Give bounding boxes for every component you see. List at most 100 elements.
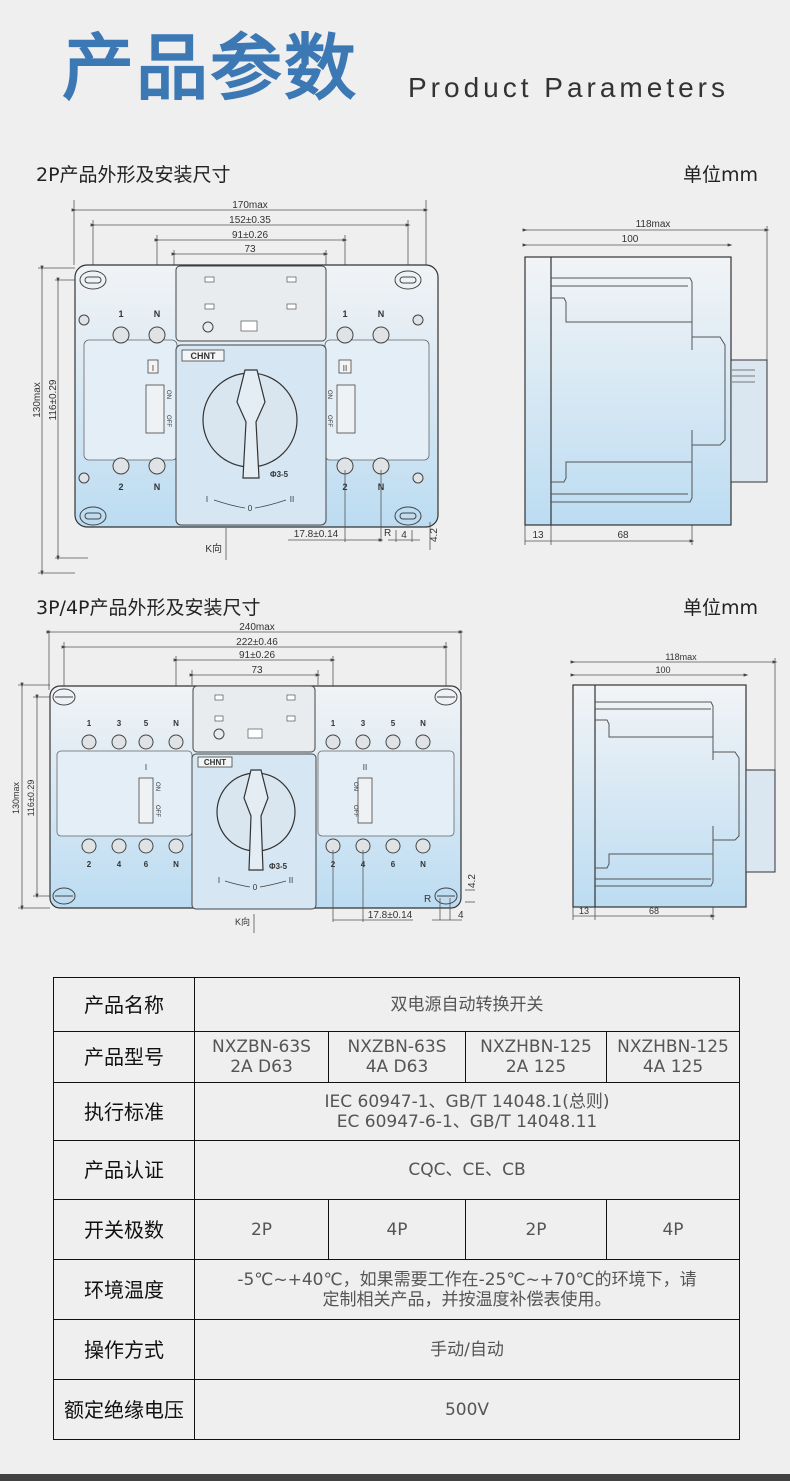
rotary-handle — [236, 369, 266, 479]
terminal-bottom: 4 — [117, 860, 122, 869]
terminal-bottom: 6 — [391, 860, 396, 869]
rotary-handle — [243, 769, 269, 871]
terminal-screw — [111, 838, 127, 854]
table-row-certification: 产品认证 CQC、CE、CB — [53, 1140, 740, 1200]
dim-radius: R — [384, 528, 391, 539]
info-panel — [192, 685, 316, 753]
terminal-top-2: N — [154, 309, 161, 319]
dim-overall-height: 130max — [11, 781, 21, 814]
dim-slot-h: 4.2 — [467, 874, 478, 888]
dim-overall-depth: 118max — [665, 652, 697, 662]
product-name-value: 双电源自动转换开关 — [194, 977, 740, 1032]
standard-line1: IEC 60947-1、GB/T 14048.1(总则) — [324, 1091, 610, 1112]
insulation-voltage-value: 500V — [194, 1379, 740, 1440]
dim-slot: 4 — [401, 530, 407, 541]
dim-terminal-pitch: 17.8±0.14 — [368, 910, 413, 921]
dim-body-depth: 100 — [622, 234, 639, 245]
pos-2-label: II — [290, 495, 294, 504]
certification-value: CQC、CE、CB — [194, 1140, 740, 1200]
dim-terminal-pitch: 17.8±0.14 — [294, 529, 339, 540]
terminal-top-4: N — [378, 309, 385, 319]
terminal-bottom: 6 — [144, 860, 149, 869]
terminal-screw — [138, 734, 154, 750]
front-view-4p-drawing: 240max 222±0.46 91±0.26 73 130max 116±0.… — [11, 622, 478, 933]
dim-panel-width: 73 — [251, 665, 263, 676]
breaker-1-on: ON — [165, 390, 171, 399]
terminal-top: 1 — [331, 719, 336, 728]
dim-mid: 68 — [649, 906, 659, 916]
model-line1: NXZHBN-125 — [480, 1037, 592, 1057]
terminal-top: 5 — [391, 719, 396, 728]
row-label: 操作方式 — [53, 1319, 195, 1380]
model-line2: 4A 125 — [642, 1057, 704, 1077]
terminal-bottom: N — [420, 860, 426, 869]
breaker-1-on: ON — [154, 782, 160, 791]
section-2p-title: 2P产品外形及安装尺寸 — [36, 164, 231, 186]
lock-label: Φ3-5 — [269, 862, 288, 871]
side-view-2p-drawing: 118max 100 13 68 — [522, 219, 770, 545]
model-line1: NXZBN-63S — [212, 1037, 311, 1057]
terminal-screws — [81, 734, 431, 854]
breaker-1-off: OFF — [165, 415, 171, 427]
terminal-bottom-1: 2 — [118, 482, 123, 492]
dim-front: 13 — [532, 530, 544, 541]
brand-logo: CHNT — [204, 758, 226, 767]
poles-cell: 4P — [606, 1199, 740, 1260]
breaker-2-label: II — [343, 364, 347, 373]
dim-slot: 4 — [458, 910, 464, 921]
dim-center-holes: 91±0.26 — [232, 230, 269, 241]
pos-1-label: I — [206, 495, 208, 504]
info-panel — [175, 265, 327, 342]
dim-mount-width: 152±0.35 — [229, 215, 271, 226]
dim-front: 13 — [579, 906, 589, 916]
table-row-poles: 开关极数 2P 4P 2P 4P — [53, 1199, 740, 1260]
model-line1: NXZHBN-125 — [617, 1037, 729, 1057]
temperature-line1: -5℃~+40℃，如果需要工作在-25℃~+70℃的环境下，请 — [237, 1269, 697, 1290]
dim-overall-depth: 118max — [636, 219, 671, 230]
temperature-value: -5℃~+40℃，如果需要工作在-25℃~+70℃的环境下，请定制相关产品，并按… — [194, 1259, 740, 1320]
view-arrow-label: K向 — [205, 542, 222, 555]
breaker-2-off: OFF — [326, 415, 332, 427]
dim-mount-height: 116±0.29 — [48, 379, 59, 420]
terminal-screw — [168, 734, 184, 750]
pos-0-label: 0 — [248, 504, 253, 513]
terminal-bottom-2: N — [154, 482, 161, 492]
operation-value: 手动/自动 — [194, 1319, 740, 1380]
terminal-top: 3 — [361, 719, 366, 728]
dim-body-depth: 100 — [655, 665, 670, 675]
section-4p-title: 3P/4P产品外形及安装尺寸 — [36, 597, 261, 619]
table-row-temperature: 环境温度 -5℃~+40℃，如果需要工作在-25℃~+70℃的环境下，请定制相关… — [53, 1259, 740, 1320]
terminal-screw — [415, 838, 431, 854]
model-line2: 2A D63 — [230, 1057, 293, 1077]
dim-overall-width: 170max — [232, 200, 268, 211]
section-2p-unit: 单位mm — [683, 164, 759, 186]
row-label: 产品名称 — [53, 977, 195, 1032]
breaker-1-label: I — [145, 763, 147, 772]
terminal-screw — [355, 734, 371, 750]
model-line1: NXZBN-63S — [347, 1037, 447, 1057]
row-label: 开关极数 — [53, 1199, 195, 1260]
pos-1-label: I — [218, 876, 220, 885]
breaker-2-on: ON — [352, 782, 358, 791]
terminal-screw — [385, 838, 401, 854]
table-row-standard: 执行标准 IEC 60947-1、GB/T 14048.1(总则)EC 6094… — [53, 1082, 740, 1141]
breaker-1-off: OFF — [154, 805, 160, 817]
row-label: 执行标准 — [53, 1082, 195, 1141]
model-line2: 2A 125 — [505, 1057, 567, 1077]
standard-value: IEC 60947-1、GB/T 14048.1(总则)EC 60947-6-1… — [194, 1082, 740, 1141]
row-label: 产品认证 — [53, 1140, 195, 1200]
poles-cell: 2P — [465, 1199, 607, 1260]
page-title: 产品参数 — [62, 26, 359, 110]
terminal-screw — [81, 734, 97, 750]
terminal-top-3: 1 — [342, 309, 347, 319]
front-view-2p-drawing: 170max 152±0.35 91±0.26 73 130max 116±0.… — [32, 200, 440, 576]
dim-mount-height: 116±0.29 — [26, 780, 36, 817]
table-row-insulation-voltage: 额定绝缘电压 500V — [53, 1379, 740, 1440]
temperature-line2: 定制相关产品，并按温度补偿表使用。 — [322, 1289, 612, 1310]
pos-2-label: II — [289, 876, 293, 885]
breaker-2-off: OFF — [352, 805, 358, 817]
